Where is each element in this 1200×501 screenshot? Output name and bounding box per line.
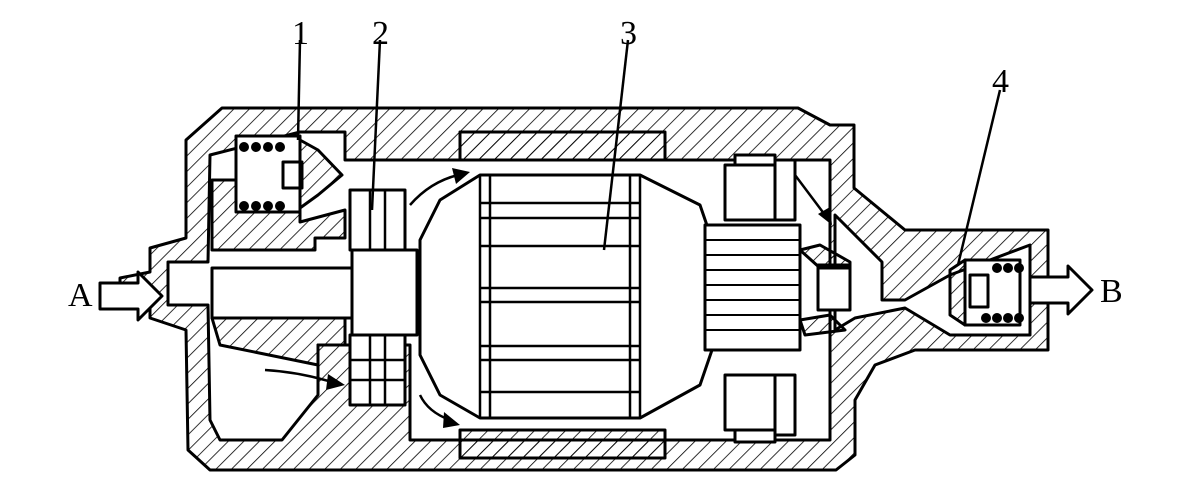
outlet-valve-assembly	[948, 258, 1024, 327]
commutator	[703, 223, 802, 352]
label-outlet-b: B	[1100, 273, 1123, 310]
armature	[418, 173, 714, 420]
outlet-arrow-icon	[1028, 264, 1094, 316]
label-part-3: 3	[620, 15, 637, 52]
label-part-2: 2	[372, 15, 389, 52]
inlet-valve-assembly	[210, 134, 347, 367]
inlet-arrow-icon	[98, 270, 164, 322]
label-part-1: 1	[292, 15, 309, 52]
impeller	[348, 188, 407, 407]
brush-assembly	[723, 153, 852, 444]
stator-magnets	[458, 130, 667, 460]
leader-lines	[296, 39, 1002, 266]
pump-shaft	[210, 248, 419, 337]
label-part-4: 4	[992, 63, 1009, 100]
flow-arrows	[264, 168, 832, 428]
spring-coils-upper	[239, 142, 285, 211]
label-inlet-a: A	[68, 277, 93, 314]
spring-coils-lower	[981, 263, 1024, 323]
